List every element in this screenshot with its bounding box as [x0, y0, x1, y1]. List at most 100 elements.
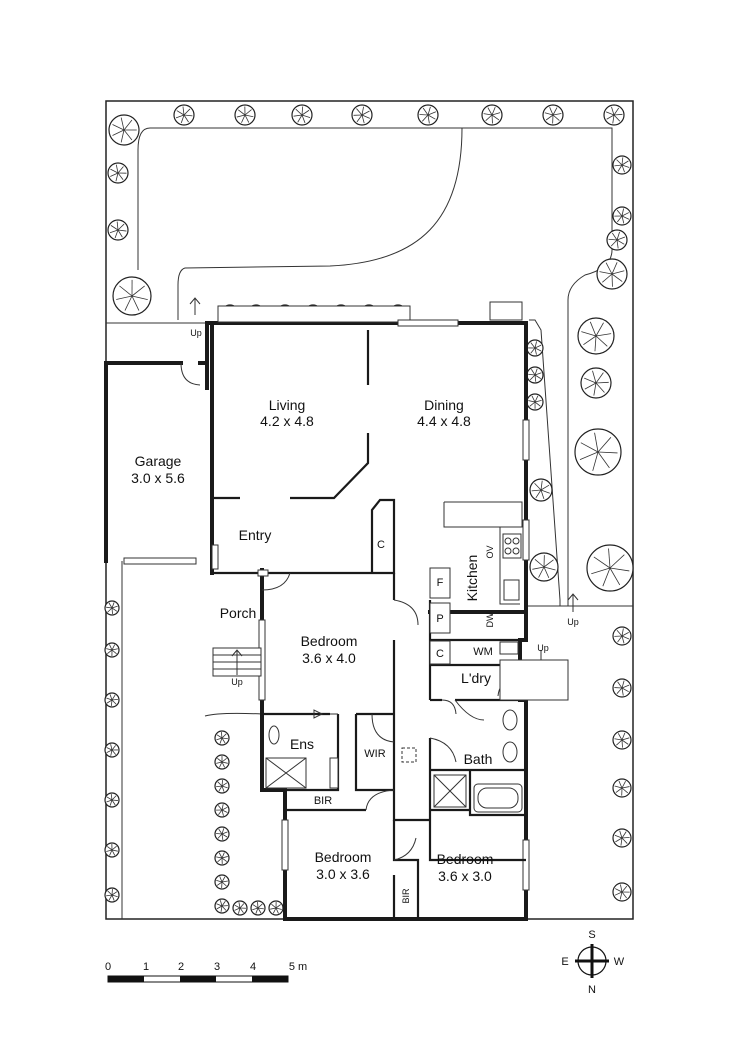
- tree-icon: [529, 552, 559, 582]
- fixture-labels: C C F P WM DW OV WIR BIR BIR Up Up Up Up: [190, 328, 579, 904]
- tree-icon: [481, 104, 503, 126]
- tree-icon: [214, 730, 230, 746]
- tree-icon: [612, 626, 632, 646]
- fridge-label: F: [437, 577, 444, 589]
- tree-icon: [214, 754, 230, 770]
- tree-icon: [574, 428, 622, 476]
- tree-icon: [612, 678, 632, 698]
- tree-icon: [104, 692, 120, 708]
- compass-w: W: [614, 956, 625, 968]
- dishwasher-label: DW: [485, 612, 495, 627]
- tree-icon: [612, 206, 632, 226]
- tree-icon: [612, 778, 632, 798]
- step-arrows: [189, 297, 579, 719]
- tree-icon: [577, 317, 615, 355]
- tree-icon: [250, 900, 266, 916]
- tree-icon: [108, 114, 140, 146]
- tree-icon: [596, 258, 628, 290]
- room-labels: Living 4.2 x 4.8 Dining 4.4 x 4.8 Entry …: [220, 397, 494, 884]
- step-up-label-2: Up: [231, 677, 243, 687]
- garage-name: Garage: [135, 453, 182, 469]
- tree-icon: [268, 900, 284, 916]
- cupboard-label-1: C: [377, 539, 385, 551]
- bed2-dims: 3.0 x 3.6: [316, 866, 370, 882]
- bed1-dims: 3.6 x 4.0: [302, 650, 356, 666]
- bath-name: Bath: [464, 751, 493, 767]
- tree-icon: [612, 730, 632, 750]
- ensuite-name: Ens: [290, 736, 314, 752]
- tree-icon: [580, 367, 612, 399]
- tree-icon: [526, 339, 544, 357]
- tree-icon: [214, 826, 230, 842]
- scale-tick-2: 2: [178, 961, 184, 973]
- scale-tick-0: 0: [105, 961, 111, 973]
- tree-icon: [417, 104, 439, 126]
- wir-label: WIR: [364, 748, 385, 760]
- tree-icon: [214, 850, 230, 866]
- tree-icon: [291, 104, 313, 126]
- tree-icon: [104, 742, 120, 758]
- tree-icon: [612, 828, 632, 848]
- bed1-name: Bedroom: [301, 633, 358, 649]
- dining-name: Dining: [424, 397, 464, 413]
- porch-name: Porch: [220, 605, 257, 621]
- tree-icon: [214, 874, 230, 890]
- landscape-paths: [106, 127, 633, 919]
- tree-icon: [104, 642, 120, 658]
- tree-icon: [214, 898, 230, 914]
- bed3-name: Bedroom: [437, 851, 494, 867]
- step-up-label-1: Up: [190, 328, 202, 338]
- tree-icon: [232, 900, 248, 916]
- compass-s: S: [588, 929, 595, 941]
- cupboard-label-2: C: [436, 648, 444, 660]
- living-name: Living: [269, 397, 306, 413]
- tree-icon: [104, 887, 120, 903]
- tree-icon: [107, 219, 129, 241]
- tree-icon: [214, 778, 230, 794]
- tree-icon: [542, 104, 564, 126]
- tree-icon: [104, 792, 120, 808]
- compass-e: E: [561, 956, 568, 968]
- tree-icon: [104, 842, 120, 858]
- tree-icon: [104, 600, 120, 616]
- tree-icon: [586, 544, 634, 592]
- exterior-walls: [210, 301, 530, 921]
- bir-label-1: BIR: [314, 795, 332, 807]
- scale-tick-1: 1: [143, 961, 149, 973]
- scale-tick-3: 3: [214, 961, 220, 973]
- step-up-label-4: Up: [537, 643, 549, 653]
- compass-n: N: [588, 984, 596, 996]
- bed3-dims: 3.6 x 3.0: [438, 868, 492, 884]
- oven-label: OV: [485, 545, 495, 558]
- washing-machine-label: WM: [473, 646, 493, 658]
- pantry-label: P: [436, 613, 443, 625]
- scale-tick-4: 4: [250, 961, 256, 973]
- garage-dims: 3.0 x 5.6: [131, 470, 185, 486]
- bed2-name: Bedroom: [315, 849, 372, 865]
- scale-tick-5: 5 m: [289, 961, 307, 973]
- living-dims: 4.2 x 4.8: [260, 413, 314, 429]
- tree-icon: [526, 393, 544, 411]
- tree-icon: [112, 276, 152, 316]
- garage: Garage 3.0 x 5.6: [104, 321, 214, 565]
- dining-dims: 4.4 x 4.8: [417, 413, 471, 429]
- step-up-label-3: Up: [567, 617, 579, 627]
- tree-icon: [234, 104, 256, 126]
- tree-icon: [107, 162, 129, 184]
- tree-icon: [351, 104, 373, 126]
- tree-icon: [606, 229, 628, 251]
- scale-bar: 0 1 2 3 4 5 m: [105, 961, 307, 983]
- tree-icon: [612, 155, 632, 175]
- bir-label-2: BIR: [401, 888, 411, 904]
- tree-icon: [526, 366, 544, 384]
- tree-icon: [603, 104, 625, 126]
- tree-icon: [173, 104, 195, 126]
- entry-name: Entry: [239, 527, 272, 543]
- laundry-name: L'dry: [461, 670, 491, 686]
- tree-icon: [214, 802, 230, 818]
- kitchen-name: Kitchen: [464, 555, 480, 602]
- tree-icon: [612, 882, 632, 902]
- tree-icon: [529, 478, 553, 502]
- compass-icon: S N E W: [561, 929, 624, 996]
